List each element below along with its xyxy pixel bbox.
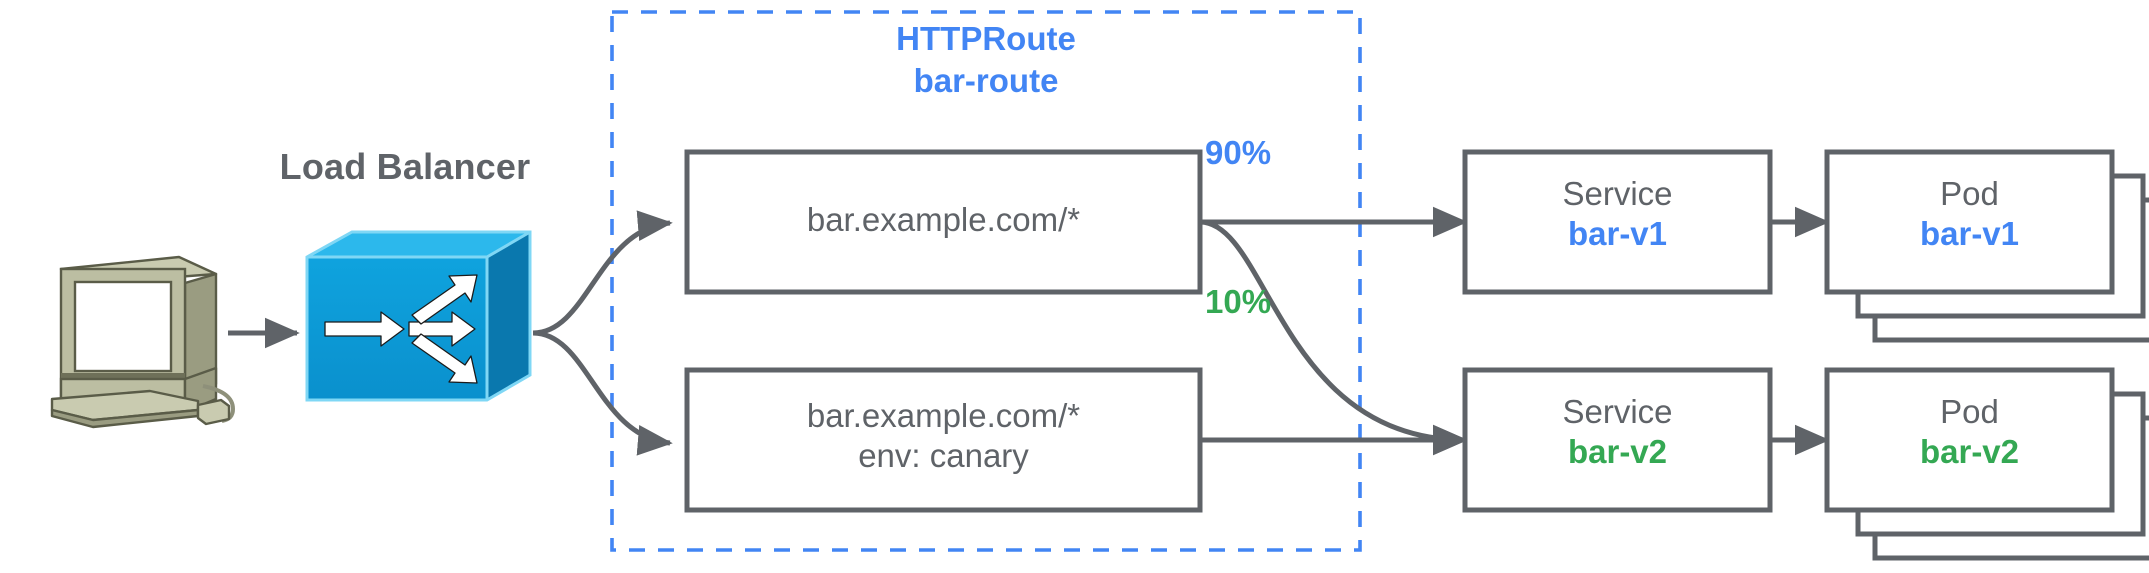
load-balancer-switch-icon <box>305 230 532 402</box>
pod-bar-v2-kind: Pod <box>1940 393 1999 430</box>
pod-stack-bar-v1 <box>1824 149 2149 343</box>
httproute-kind-label: HTTPRoute <box>896 20 1076 57</box>
httproute-title: HTTPRoute bar-route <box>612 18 1360 102</box>
arrow-lb-to-rule-2 <box>532 330 673 456</box>
service-bar-v1-text: Service bar-v1 <box>1465 174 1770 255</box>
arrow-lb-to-rule-1 <box>532 210 673 336</box>
rule-1-match: bar.example.com/* <box>806 201 1081 238</box>
httproute-name-label: bar-route <box>913 62 1059 100</box>
service-bar-v1-kind: Service <box>1562 175 1673 212</box>
pod-box-bar-v1-front <box>1824 149 2115 295</box>
service-bar-v2-text: Service bar-v2 <box>1465 392 1770 473</box>
rule-1-text: bar.example.com/* <box>687 200 1200 240</box>
rule-box-2 <box>684 367 1203 513</box>
service-bar-v1-name: bar-v1 <box>1567 215 1668 253</box>
pod-bar-v2-text: Pod bar-v2 <box>1827 392 2112 473</box>
rule-2-header: env: canary <box>858 437 1029 475</box>
weight-label-10: 10% <box>1205 283 1272 320</box>
pod-bar-v1-name: bar-v1 <box>1919 215 2020 253</box>
httproute-dashed-container <box>610 10 1362 552</box>
pod-stack-bar-v2 <box>1824 367 2149 561</box>
service-box-bar-v1 <box>1462 149 1773 295</box>
rule-2-text: bar.example.com/* env: canary <box>687 396 1200 477</box>
service-bar-v2-name: bar-v2 <box>1567 433 1668 471</box>
rule-2-match: bar.example.com/* <box>806 397 1081 434</box>
pod-bar-v2-name: bar-v2 <box>1919 433 2020 471</box>
arrow-rule1-to-service-v2 <box>1199 219 1468 456</box>
desktop-computer-icon <box>50 255 236 429</box>
service-bar-v2-kind: Service <box>1562 393 1673 430</box>
pod-box-bar-v2-front <box>1824 367 2115 513</box>
load-balancer-label: Load Balancer <box>279 146 531 187</box>
rule-box-1 <box>684 149 1203 295</box>
weight-label-90: 90% <box>1205 134 1272 171</box>
pod-bar-v1-text: Pod bar-v1 <box>1827 174 2112 255</box>
pod-bar-v1-kind: Pod <box>1940 175 1999 212</box>
